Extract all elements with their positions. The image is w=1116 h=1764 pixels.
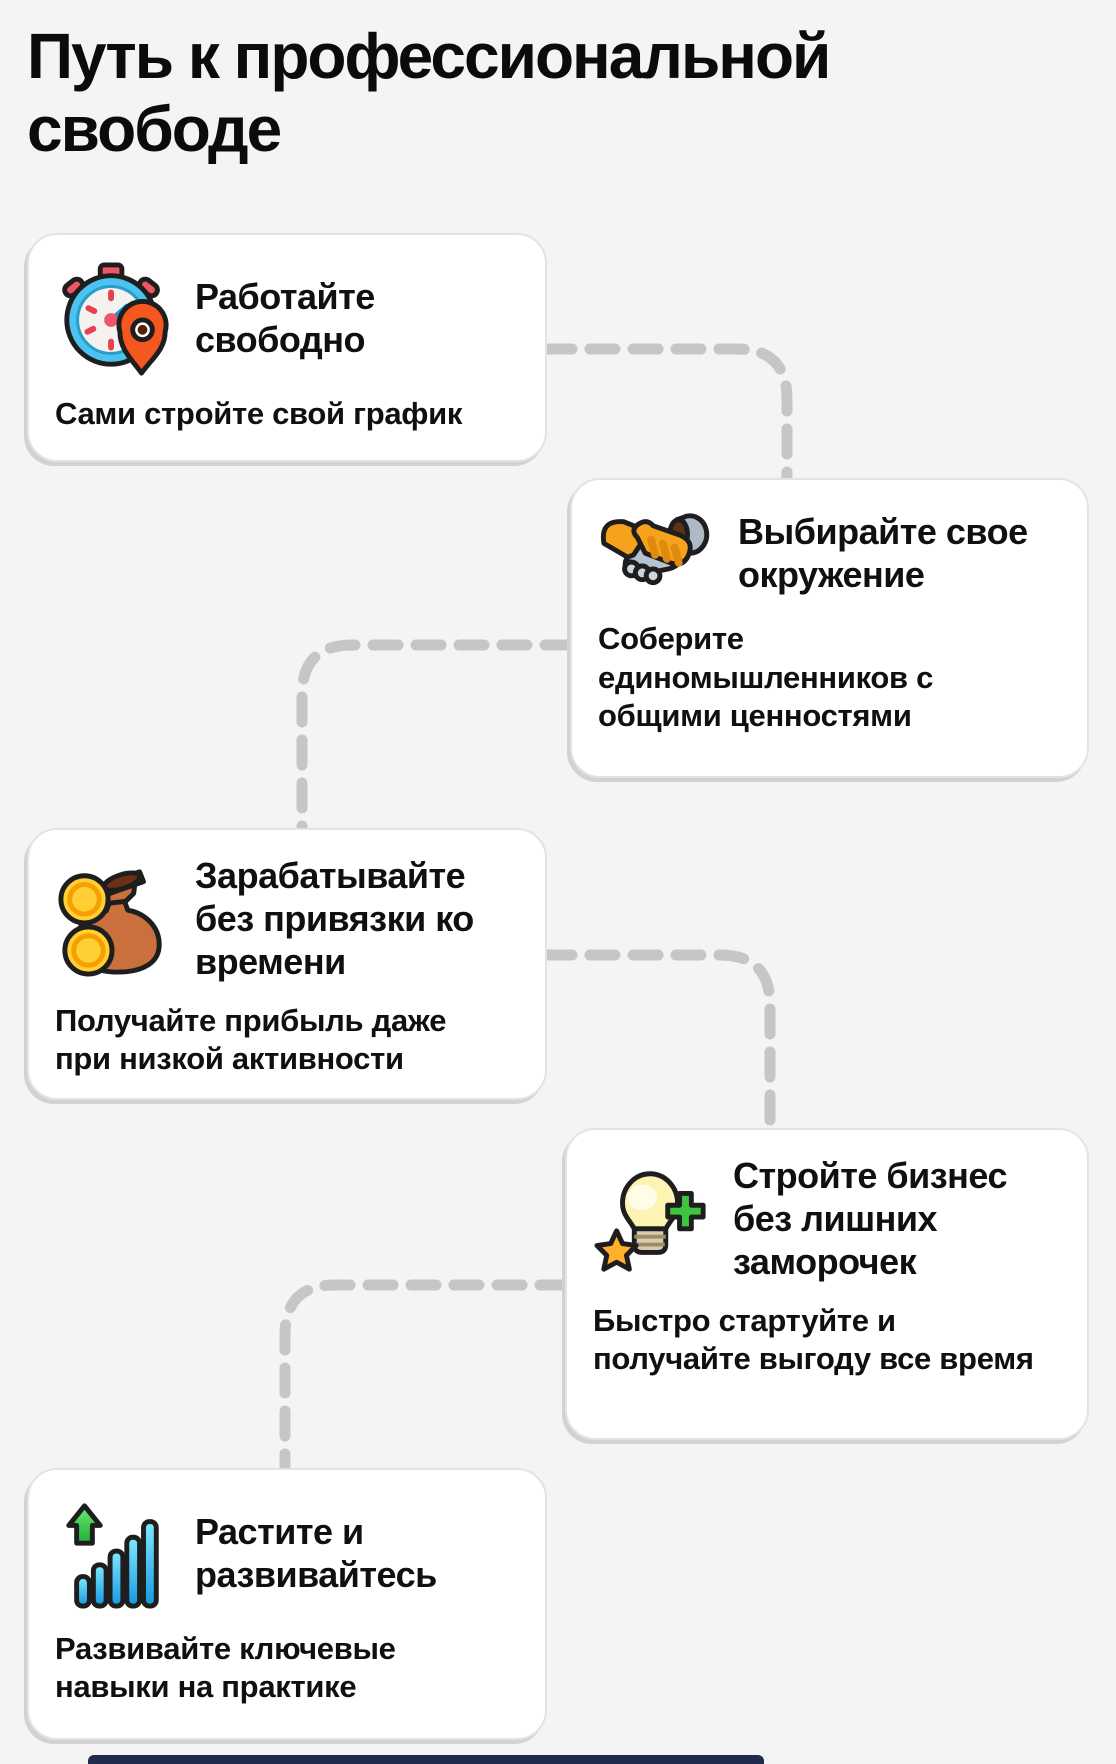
page-title: Путь к профессиональной свободе [27, 20, 831, 165]
lightbulb-plus-star-icon [593, 1160, 711, 1278]
step-title: Работайте свободно [195, 275, 375, 360]
step-description: Быстро стартуйте и получайте выгоду все … [593, 1302, 1034, 1376]
handshake-icon [598, 504, 716, 602]
step-card-work-freely: Работайте свободно Сами стройте свой гра… [27, 233, 547, 462]
stopwatch-location-icon [55, 259, 173, 377]
step-card-choose-environment: Выбирайте свое окружение Соберите едином… [570, 478, 1089, 778]
connector-step2-step3 [296, 639, 576, 834]
step-description: Получайте прибыль даже при низкой активн… [55, 1002, 447, 1076]
step-description: Соберите единомышленников с общими ценно… [598, 621, 934, 734]
connector-step3-step4 [541, 949, 776, 1134]
connector-step4-step5 [279, 1279, 571, 1474]
step-description: Развивайте ключевые навыки на практике [55, 1631, 396, 1705]
step-card-build-business: Стройте бизнес без лишних заморочек Быст… [565, 1128, 1089, 1440]
step-title: Зарабатывайте без привязки ко времени [195, 855, 474, 983]
step-title: Стройте бизнес без лишних заморочек [733, 1155, 1007, 1283]
step-card-earn-untied: Зарабатывайте без привязки ко времени По… [27, 828, 547, 1100]
bottom-section-edge [88, 1755, 764, 1764]
step-card-grow-develop: Растите и развивайтесь Развивайте ключев… [27, 1468, 547, 1740]
step-title: Растите и развивайтесь [195, 1510, 437, 1595]
step-description: Сами стройте свой график [55, 396, 463, 431]
connector-step1-step2 [541, 343, 793, 484]
money-bag-coins-icon [55, 860, 173, 978]
step-title: Выбирайте свое окружение [738, 510, 1028, 596]
growth-bars-arrow-icon [55, 1494, 173, 1612]
